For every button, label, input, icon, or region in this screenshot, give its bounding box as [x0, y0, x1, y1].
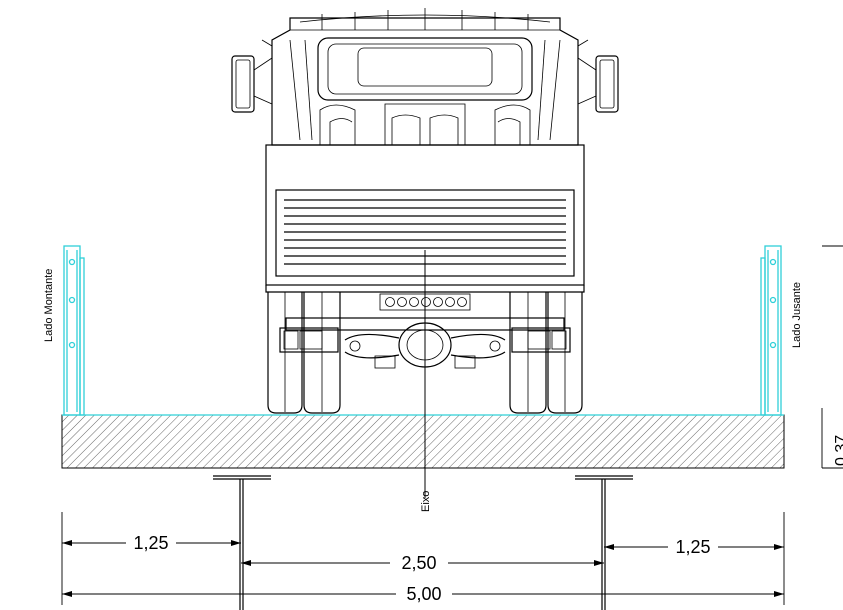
right-bearing — [575, 475, 633, 610]
right-edge-dimension: 0,37 — [821, 245, 843, 469]
left-mirror — [231, 39, 273, 113]
left-side-label: Lado Montante — [43, 269, 55, 342]
dim-left-overhang: 1,25 — [133, 533, 168, 553]
dimension-lines — [61, 512, 785, 605]
cab-interior — [319, 103, 531, 145]
right-mirror — [577, 39, 619, 113]
center-axis: Eixo — [420, 250, 432, 512]
dim-total-width: 5,00 — [406, 584, 441, 604]
roof-marker-lights — [299, 8, 551, 30]
left-barrier — [63, 245, 85, 416]
dim-right-overhang: 1,25 — [675, 537, 710, 557]
axis-label: Eixo — [420, 491, 432, 512]
left-bearing — [213, 475, 271, 610]
right-barrier — [760, 245, 782, 416]
dimension-labels: 1,25 2,50 1,25 5,00 — [133, 533, 710, 604]
dim-center-span: 2,50 — [401, 553, 436, 573]
deck-slab — [61, 414, 785, 469]
right-edge-dim-label: 0,37 — [833, 435, 843, 466]
right-side-label: Lado Jusante — [791, 282, 803, 348]
